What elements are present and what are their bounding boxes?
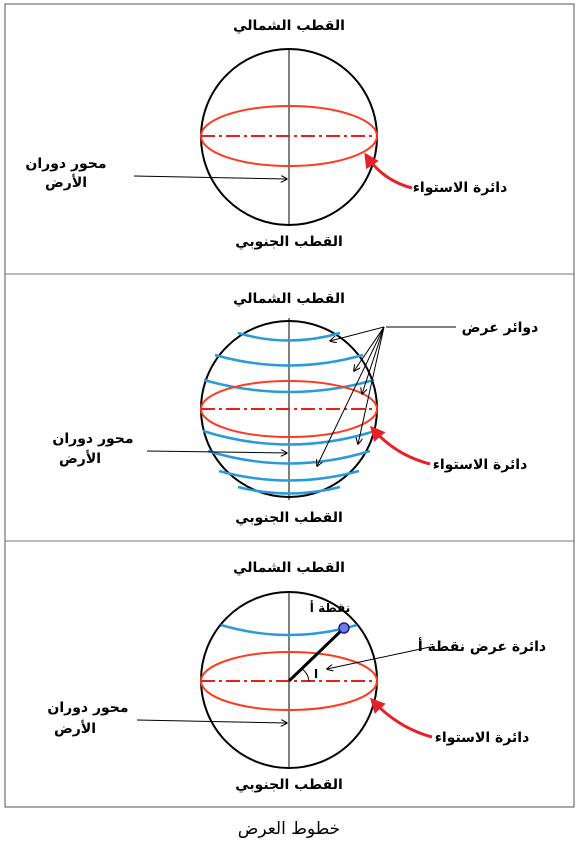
equator-label: دائرة الاستواء: [413, 180, 508, 196]
latitude-circle-s1: [202, 429, 376, 446]
equator-label: دائرة الاستواء: [435, 730, 530, 746]
angle-mark: ا: [314, 667, 318, 681]
latitude-circle-s2: [207, 449, 371, 465]
latitude-circle-n2: [214, 353, 364, 367]
north-pole-label: القطب الشمالي: [233, 291, 345, 307]
point-a-label: نقطة أ: [310, 600, 350, 615]
point-a-marker: [338, 622, 350, 634]
equator-pointer-arrow: [369, 697, 433, 739]
axis-pointer-arrow: [136, 720, 287, 723]
latitude-circle-n3: [203, 378, 375, 394]
latitude-of-point-a-label: دائرة عرض نقطة أ: [418, 637, 546, 655]
axis-pointer-arrow: [146, 451, 287, 453]
axis-label-line1: محور دوران: [25, 156, 106, 172]
axis-label-line1: محور دوران: [47, 700, 128, 716]
latitude-circle-s3: [218, 469, 360, 482]
axis-label-line1: محور دوران: [52, 431, 133, 447]
latitude-circle-n1: [237, 331, 341, 342]
latitude-of-a-pointer: [327, 646, 431, 669]
figure-frame: [4, 3, 575, 808]
north-pole-label: القطب الشمالي: [233, 560, 345, 576]
south-pole-label: القطب الجنوبي: [235, 777, 343, 793]
panel-3: ا القطب الشمالي القطب الجنوبي نقطة أ دائ…: [47, 560, 546, 793]
figure-caption: خطوط العرض: [238, 819, 340, 839]
radius-to-point-a: [287, 627, 345, 683]
axis-label-line2: الأرض: [54, 720, 96, 737]
equator-pointer-arrow: [364, 152, 413, 190]
panel-1: القطب الشمالي القطب الجنوبي محور دوران ا…: [25, 18, 507, 250]
latitude-pointer-fan: [317, 326, 456, 466]
axis-pointer-arrow: [133, 176, 287, 179]
south-pole-label: القطب الجنوبي: [235, 234, 343, 250]
axis-label-line2: الأرض: [59, 450, 101, 467]
north-pole-label: القطب الشمالي: [233, 18, 345, 34]
panel-2: القطب الشمالي القطب الجنوبي دوائر عرض مح…: [52, 291, 538, 526]
axis-label-line2: الأرض: [45, 174, 87, 191]
latitude-angle-arc: [301, 668, 310, 682]
south-pole-label: القطب الجنوبي: [235, 510, 343, 526]
equator-label: دائرة الاستواء: [433, 457, 528, 473]
latitude-circle-s4: [237, 485, 341, 495]
latitude-circles-label: دوائر عرض: [462, 320, 539, 336]
equator-pointer-arrow: [370, 425, 431, 466]
